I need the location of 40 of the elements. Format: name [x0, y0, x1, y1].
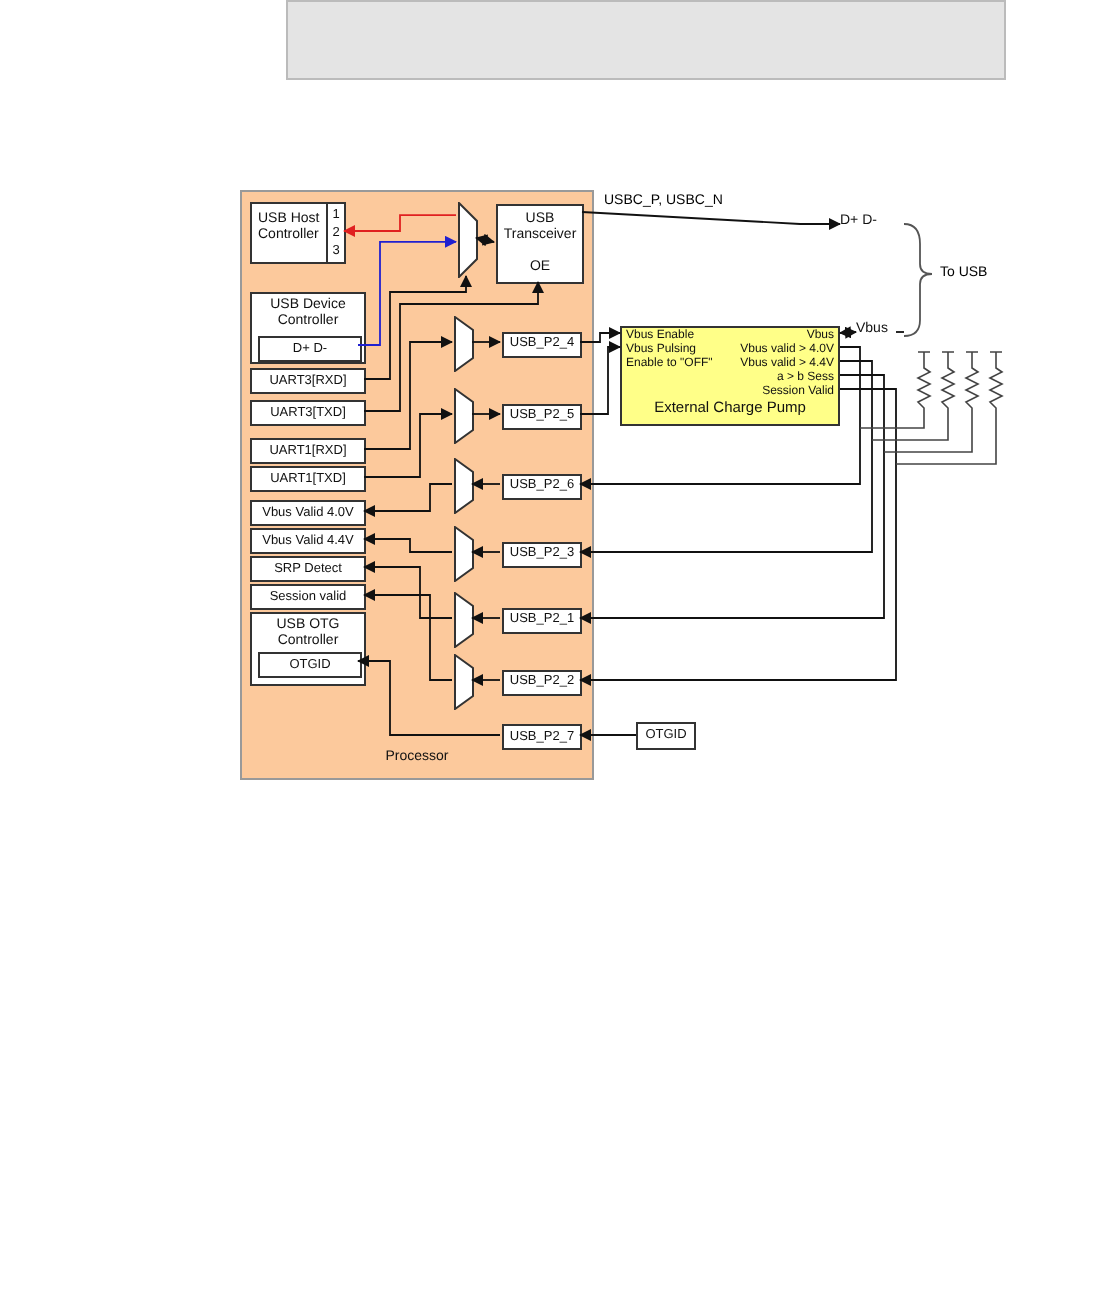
connector-arrow — [471, 612, 501, 624]
connector-arrow — [363, 561, 453, 619]
controller-block — [250, 292, 366, 364]
multiplexer-symbol — [454, 388, 474, 444]
connector-arrow — [475, 233, 495, 247]
connector-arrow — [363, 483, 453, 517]
connector-arrow — [579, 388, 897, 686]
processor-panel — [240, 190, 594, 780]
multiplexer-symbol — [454, 316, 474, 372]
connector-arrow — [363, 275, 472, 380]
connector-arrow — [357, 235, 457, 346]
multiplexer-symbol — [454, 526, 474, 582]
multiplexer-symbol — [454, 654, 474, 710]
connector-arrow — [579, 341, 621, 415]
connector-arrow — [471, 546, 501, 558]
connector-arrow — [363, 408, 453, 478]
connector-arrow — [363, 336, 453, 450]
connector-arrow — [579, 327, 621, 343]
connector-arrow — [579, 374, 885, 624]
connector-arrow — [357, 655, 501, 736]
connector-arrow — [581, 211, 841, 230]
connector-arrow — [579, 729, 637, 741]
controller-block — [250, 202, 346, 264]
connector-arrow — [471, 336, 501, 348]
transceiver-block — [496, 204, 584, 284]
controller-block — [250, 612, 366, 686]
multiplexer-symbol — [458, 202, 478, 278]
connector-arrow — [839, 326, 857, 339]
multiplexer-symbol — [454, 592, 474, 648]
charge-pump-block — [620, 326, 840, 426]
connector-arrow — [343, 214, 457, 237]
multiplexer-symbol — [454, 458, 474, 514]
connector-arrow — [471, 674, 501, 686]
connector-arrow — [579, 346, 861, 490]
connector-arrow — [471, 408, 501, 420]
connector-arrow — [579, 360, 873, 558]
connector-arrow — [363, 533, 453, 553]
connector-arrow — [363, 281, 544, 412]
connector-arrow — [471, 478, 501, 490]
connector-arrow — [363, 589, 453, 681]
